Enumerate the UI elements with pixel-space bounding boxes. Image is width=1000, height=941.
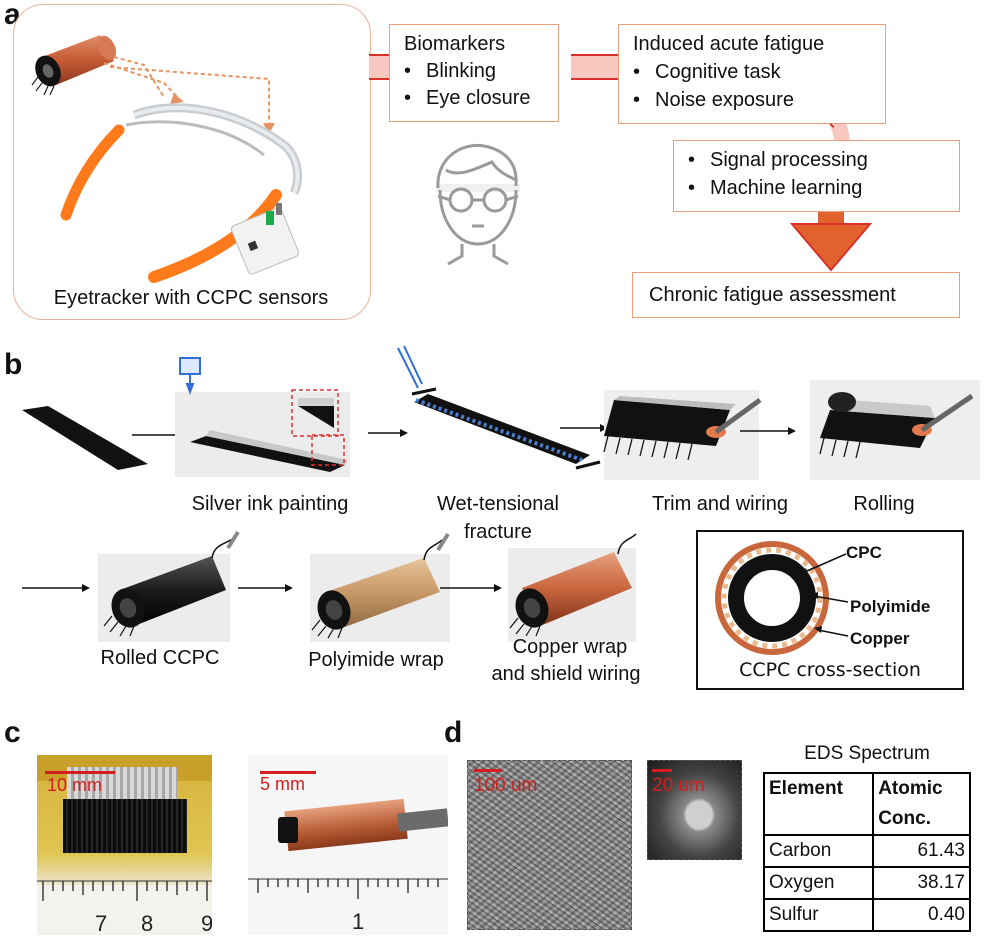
table-header-row-2: Conc. bbox=[762, 804, 971, 836]
row-element: Carbon bbox=[762, 834, 875, 868]
fatigue-title: Induced acute fatigue bbox=[633, 33, 825, 55]
connector-band-mid bbox=[571, 54, 619, 80]
scale-bar-sem2 bbox=[652, 769, 672, 772]
fatigue-item: Noise exposure bbox=[633, 89, 885, 112]
step-label-wet-1: Wet-tensional bbox=[437, 493, 559, 515]
biomarkers-title: Biomarkers bbox=[404, 33, 506, 55]
induced-fatigue-box: Induced acute fatigue Cognitive task Noi… bbox=[618, 24, 886, 124]
cross-section-caption: CCPC cross-section bbox=[739, 659, 921, 681]
scale-text-sem1: 100 um bbox=[474, 775, 538, 796]
ruler-tick-8: 8 bbox=[141, 911, 153, 935]
copper-wrapped-sensor bbox=[284, 798, 408, 852]
biomarker-item: Blinking bbox=[404, 60, 558, 83]
panel-label-b: b bbox=[4, 348, 23, 381]
cross-section-diagram: CPC Polyimide Copper CCPC cross-section bbox=[715, 541, 930, 681]
row-value: 61.43 bbox=[872, 834, 971, 868]
fabrication-steps-row2: Rolled CCPC Polyimide wrap Copper wrap a… bbox=[22, 530, 641, 685]
step-label-wet-2: fracture bbox=[464, 521, 532, 540]
scale-bar-right bbox=[260, 771, 316, 774]
pen-icon bbox=[397, 345, 423, 389]
sensor-photo-right: 5 mm 1 bbox=[248, 755, 448, 935]
device-caption: Eyetracker with CCPC sensors bbox=[54, 287, 329, 309]
cpc-fibers bbox=[63, 799, 187, 853]
table-row: Oxygen 38.17 bbox=[762, 866, 971, 900]
cpc-sheet-icon bbox=[22, 406, 148, 470]
copper-label: Copper bbox=[850, 629, 910, 648]
fabrication-steps-row1: Silver ink painting Wet-tensional fractu… bbox=[22, 345, 980, 540]
sem-image-100um: 100 um bbox=[467, 760, 632, 930]
paint-roller-icon bbox=[179, 357, 201, 395]
step-label-rolled: Rolled CCPC bbox=[101, 647, 220, 669]
ruler-tick-9: 9 bbox=[201, 911, 212, 935]
table-row: Sulfur 0.40 bbox=[762, 898, 971, 932]
header-element: Element bbox=[762, 772, 875, 804]
biomarker-item: Eye closure bbox=[404, 87, 558, 110]
ruler-tick-1: 1 bbox=[352, 909, 364, 934]
eyetracker-illustration: Eyetracker with CCPC sensors bbox=[31, 35, 329, 309]
polyimide-label: Polyimide bbox=[850, 597, 930, 616]
step-label-silver: Silver ink painting bbox=[192, 493, 349, 515]
ccpc-sensor-icon bbox=[31, 35, 117, 96]
header-conc-1: Atomic bbox=[872, 772, 971, 804]
step-label-trim: Trim and wiring bbox=[652, 493, 788, 515]
person-fatigue-icon bbox=[436, 143, 520, 266]
result-text: Chronic fatigue assessment bbox=[649, 284, 896, 306]
step-label-polyimide: Polyimide wrap bbox=[308, 649, 444, 671]
step-label-copper-1: Copper wrap bbox=[513, 636, 628, 658]
scale-text-sem2: 20 um bbox=[652, 775, 705, 796]
table-header-row: Element Atomic bbox=[762, 772, 971, 804]
sem-image-20um: 20 um bbox=[647, 760, 742, 860]
scale-bar-sem1 bbox=[474, 769, 502, 772]
table-row: Carbon 61.43 bbox=[762, 834, 971, 868]
ruler-left: 7 8 9 bbox=[37, 880, 212, 935]
processing-item: Machine learning bbox=[688, 177, 959, 200]
sensor-photo-left: 7 8 9 10 mm bbox=[37, 755, 212, 935]
scale-bar-left bbox=[45, 771, 115, 774]
panel-label-d: d bbox=[444, 716, 463, 749]
biomarkers-box: Biomarkers Blinking Eye closure bbox=[389, 24, 559, 122]
scale-text-right: 5 mm bbox=[260, 774, 305, 794]
scale-text-left: 10 mm bbox=[47, 775, 103, 795]
processing-item: Signal processing bbox=[688, 149, 959, 172]
ruler-tick-7: 7 bbox=[95, 911, 107, 935]
row-element: Oxygen bbox=[762, 866, 875, 900]
row-value: 38.17 bbox=[872, 866, 971, 900]
header-conc-2: Conc. bbox=[872, 804, 971, 836]
step-label-copper-2: and shield wiring bbox=[492, 663, 641, 685]
fatigue-item: Cognitive task bbox=[633, 61, 885, 84]
processing-box: Signal processing Machine learning bbox=[673, 140, 960, 212]
ruler-right: 1 bbox=[248, 878, 448, 934]
down-arrow-icon bbox=[789, 210, 873, 272]
eds-table-title: EDS Spectrum bbox=[804, 743, 930, 764]
result-box: Chronic fatigue assessment bbox=[632, 272, 960, 318]
connector-band-left bbox=[369, 54, 389, 80]
row-element: Sulfur bbox=[762, 898, 875, 932]
cross-section-box bbox=[696, 530, 964, 690]
eds-table: Element Atomic Conc. Carbon 61.43 Oxygen… bbox=[762, 772, 971, 932]
step-label-rolling: Rolling bbox=[853, 493, 914, 515]
row-value: 0.40 bbox=[872, 898, 971, 932]
cpc-label: CPC bbox=[846, 543, 882, 562]
panel-label-c: c bbox=[4, 716, 21, 749]
